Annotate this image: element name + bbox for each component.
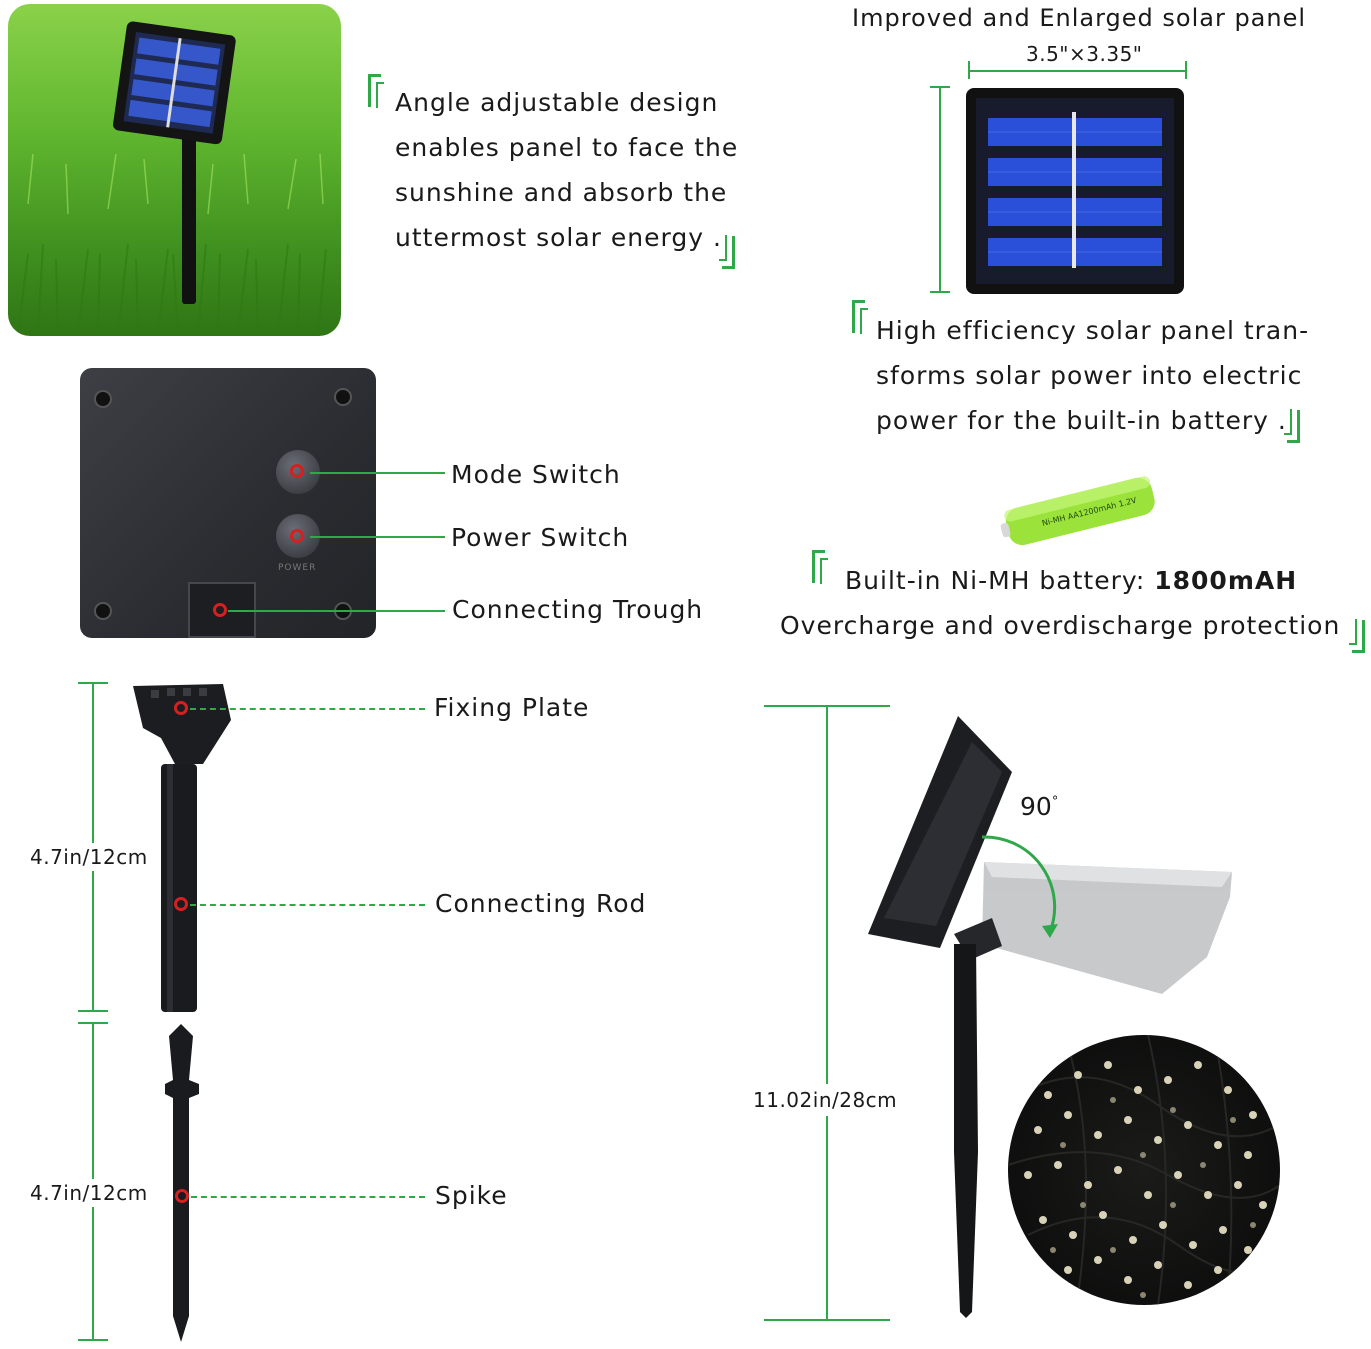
fixing-plate-marker [174, 701, 188, 715]
fixing-plate-label: Fixing Plate [434, 693, 590, 722]
bracket-close-icon [719, 235, 735, 269]
efficiency-text-line: High efficiency solar panel tran- [876, 316, 1310, 345]
stake-parts-image [125, 680, 235, 1345]
power-switch-leader [310, 536, 445, 538]
panel-height-cap-top [930, 86, 950, 88]
spike-length-label: 4.7in/12cm [30, 1179, 148, 1207]
battery-capacity: 1800mAH [1154, 566, 1298, 595]
spike-dimension-cap-top [78, 1022, 108, 1024]
rod-dimension-cap-top [78, 682, 108, 684]
angle-text-line: uttermost solar energy . [395, 223, 722, 252]
angle-text-line: enables panel to face the [395, 133, 739, 162]
bracket-open-icon [812, 550, 828, 584]
connecting-rod-label: Connecting Rod [435, 889, 647, 918]
screw-icon [94, 602, 112, 620]
angle-label: 90° [1020, 792, 1058, 821]
height-cap-bottom [764, 1319, 890, 1321]
spike-marker [175, 1189, 189, 1203]
efficiency-text-line: power for the built-in battery . [876, 406, 1287, 435]
connecting-trough-label: Connecting Trough [452, 595, 704, 624]
panel-width-line [968, 70, 1186, 72]
efficiency-text-line: sforms solar power into electric [876, 361, 1303, 390]
rod-length-label: 4.7in/12cm [30, 843, 148, 871]
connecting-trough-marker [213, 603, 227, 617]
spike-leader [191, 1196, 425, 1198]
angle-unit: ° [1051, 794, 1059, 810]
spike-dimension-cap-bottom [78, 1339, 108, 1341]
power-switch-marker [290, 529, 304, 543]
screw-icon [334, 388, 352, 406]
mode-switch-marker [290, 464, 304, 478]
battery-image: Ni-MH AA1200mAh 1.2V [995, 470, 1170, 550]
panel-width-cap-right [1185, 61, 1187, 79]
mode-switch-label: Mode Switch [451, 460, 621, 489]
panel-height-line [939, 86, 941, 292]
led-string-art [1008, 1035, 1280, 1305]
power-print: POWER [278, 563, 317, 573]
rod-dimension-cap-bottom [78, 1010, 108, 1012]
connecting-trough-leader [228, 610, 445, 612]
solar-panel-art [966, 88, 1184, 294]
battery-art: Ni-MH AA1200mAh 1.2V [1000, 476, 1155, 546]
bracket-close-icon [1284, 409, 1300, 443]
bracket-close-icon [1349, 619, 1365, 653]
battery-text-line-2: Overcharge and overdischarge protection [780, 611, 1341, 640]
spike-label: Spike [435, 1181, 508, 1210]
screw-icon [94, 390, 112, 408]
power-switch-label: Power Switch [451, 523, 630, 552]
angle-text: Angle adjustable design enables panel to… [395, 80, 738, 260]
angle-degrees: 90 [1020, 792, 1052, 821]
grass-photo-art [17, 21, 327, 335]
led-string-image [1008, 1035, 1280, 1305]
fixing-plate-leader [190, 708, 425, 710]
height-dimension-line [826, 705, 828, 1319]
total-height-label: 11.02in/28cm [753, 1084, 898, 1116]
solar-panel-image [966, 88, 1184, 294]
grass-photo [8, 4, 341, 336]
assembled-unit-art [868, 716, 1232, 1318]
stake-parts-art [133, 684, 231, 1342]
battery-text-prefix: Built-in Ni-MH battery: [845, 566, 1155, 595]
connecting-rod-leader [190, 904, 425, 906]
panel-width-cap-left [968, 61, 970, 79]
panel-size: 3.5"×3.35" [1026, 42, 1143, 66]
angle-text-line: sunshine and absorb the [395, 178, 728, 207]
efficiency-text: High efficiency solar panel tran- sforms… [876, 308, 1309, 443]
bracket-open-icon [852, 300, 868, 334]
bracket-open-icon [368, 74, 384, 108]
mode-switch-leader [310, 472, 445, 474]
angle-text-line: Angle adjustable design [395, 88, 719, 117]
connecting-rod-marker [174, 897, 188, 911]
panel-height-cap-bottom [930, 291, 950, 293]
assembled-unit-image [862, 712, 1242, 1322]
panel-title: Improved and Enlarged solar panel [852, 4, 1307, 32]
battery-text-line-1: Built-in Ni-MH battery: 1800mAH [845, 566, 1297, 595]
